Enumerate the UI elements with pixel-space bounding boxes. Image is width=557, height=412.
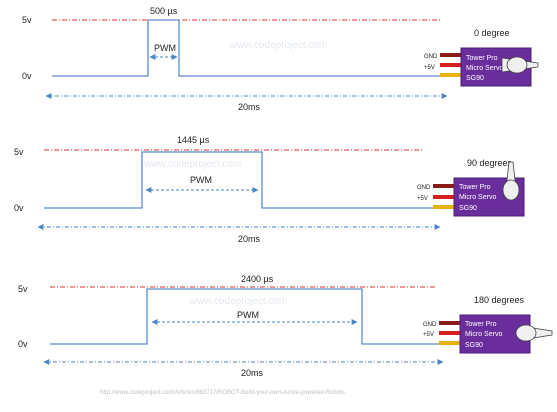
- pwm-signal: [50, 288, 460, 345]
- wire-5v: [433, 195, 455, 199]
- footer-url: http://www.codeproject.com/Articles/8837…: [100, 390, 345, 396]
- servo-line3: SG90: [465, 342, 483, 349]
- servo-line2: Micro Servo: [465, 331, 502, 338]
- angle-label: 90 degrees: [467, 158, 513, 168]
- pulse-width-label: 1445 µs: [177, 135, 210, 145]
- servo-line1: Tower Pro: [459, 184, 491, 191]
- period-label: 20ms: [238, 234, 261, 244]
- watermark: www.codeproject.com: [189, 296, 287, 307]
- label-5v: 5v: [22, 15, 32, 25]
- wire-signal: [433, 205, 455, 209]
- servo-line3: SG90: [459, 205, 477, 212]
- wire-gnd: [440, 53, 462, 57]
- servo-arm: [502, 161, 520, 201]
- label-0v: 0v: [14, 203, 24, 213]
- wire-5v: [439, 331, 461, 335]
- label-0v: 0v: [22, 71, 32, 81]
- panel-90-degrees: www.codeproject.com 5v 0v 1445 µs PWM 20…: [14, 135, 525, 244]
- watermark: www.codeproject.com: [229, 40, 327, 51]
- servo-motor: GND +5V Tower Pro Micro Servo SG90: [424, 47, 539, 87]
- watermark: www.codeproject.com: [143, 159, 241, 170]
- panel-180-degrees: www.codeproject.com 5v 0v 2400 µs PWM 20…: [18, 274, 553, 378]
- servo-motor: GND +5V Tower Pro Micro Servo SG90: [417, 161, 525, 217]
- angle-label: 0 degree: [474, 28, 510, 38]
- servo-line3: SG90: [466, 75, 484, 82]
- pulse-width-label: 500 µs: [150, 6, 178, 16]
- period-label: 20ms: [241, 368, 264, 378]
- pin-gnd-label: GND: [423, 322, 437, 328]
- pin-5v-label: +5V: [423, 332, 434, 338]
- servo-arm: [515, 324, 553, 342]
- pulse-width-label: 2400 µs: [241, 274, 274, 284]
- label-5v: 5v: [14, 147, 24, 157]
- pwm-label: PWM: [237, 310, 259, 320]
- period-label: 20ms: [238, 102, 261, 112]
- wire-gnd: [433, 184, 455, 188]
- pwm-label: PWM: [190, 175, 212, 185]
- pin-gnd-label: GND: [417, 185, 431, 191]
- servo-line2: Micro Servo: [466, 65, 503, 72]
- pin-5v-label: +5V: [424, 65, 435, 71]
- pin-5v-label: +5V: [417, 196, 428, 202]
- pwm-label: PWM: [154, 43, 176, 53]
- servo-arm: [501, 56, 539, 74]
- angle-label: 180 degrees: [474, 295, 525, 305]
- pwm-signal: [44, 151, 452, 209]
- wire-5v: [440, 63, 462, 67]
- wire-gnd: [439, 321, 461, 325]
- panel-0-degree: www.codeproject.com 5v 0v 500 µs PWM 20m…: [22, 6, 539, 112]
- wire-signal: [440, 73, 462, 77]
- servo-motor: GND +5V Tower Pro Micro Servo SG90: [423, 314, 553, 354]
- wire-signal: [439, 341, 461, 345]
- label-5v: 5v: [18, 284, 28, 294]
- label-0v: 0v: [18, 339, 28, 349]
- servo-line1: Tower Pro: [465, 321, 497, 328]
- pwm-signal: [52, 19, 470, 77]
- servo-line2: Micro Servo: [459, 194, 496, 201]
- servo-line1: Tower Pro: [466, 55, 498, 62]
- pin-gnd-label: GND: [424, 54, 438, 60]
